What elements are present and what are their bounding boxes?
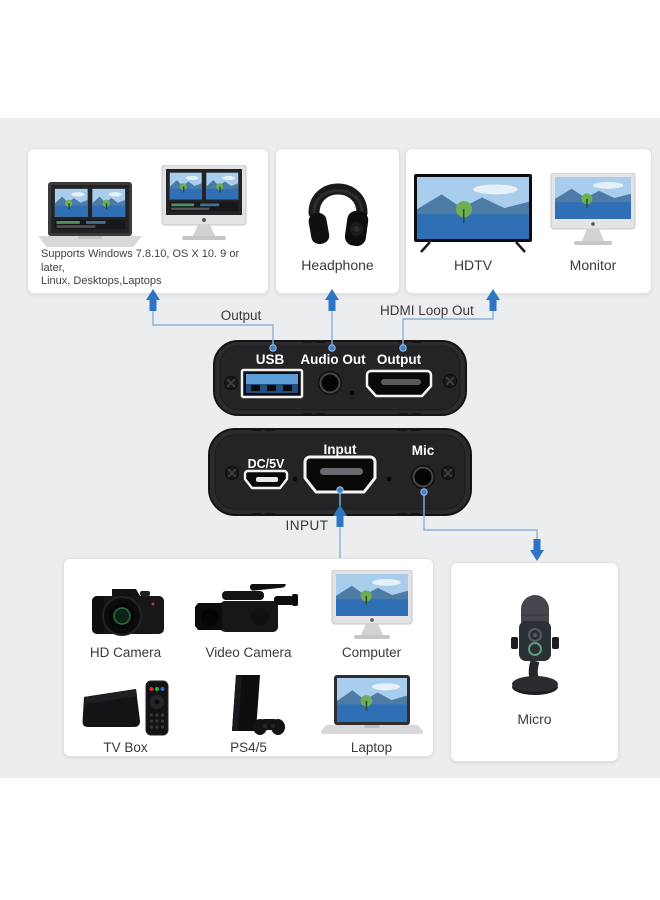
ps4-label: PS4/5: [230, 740, 267, 755]
capture-card-output-side: USB Audio Out Output: [213, 340, 467, 416]
computer-image: [331, 570, 412, 639]
microphone-image: [511, 595, 559, 695]
source-tv-box: TV Box: [64, 660, 187, 755]
led-hole: [386, 476, 392, 482]
source-hd-camera: HD Camera: [64, 565, 187, 660]
hdmi-output-port: [365, 369, 433, 398]
screw-icon: [224, 376, 238, 390]
led-hole: [292, 476, 298, 482]
source-video-camera: Video Camera: [187, 565, 310, 660]
hdtv-label: HDTV: [453, 257, 493, 273]
monitor-image: [550, 173, 636, 245]
usb-port-label: USB: [256, 352, 285, 367]
display-card: HDTV Monitor: [405, 148, 652, 294]
audio-out-port-label: Audio Out: [300, 352, 366, 367]
video-camera-label: Video Camera: [205, 645, 292, 660]
headphone-label: Headphone: [301, 257, 374, 273]
usb-output-connection-label: Output: [220, 308, 262, 323]
usb-a-port: [240, 368, 304, 399]
tv-box-image: [82, 680, 168, 736]
mic-port-label: Mic: [412, 443, 435, 458]
compatibility-card: Supports Windows 7.8.10, OS X 10. 9 or l…: [27, 148, 269, 294]
video-camera-image: [194, 584, 298, 632]
laptop-label: Laptop: [350, 740, 393, 755]
hdtv-image: [414, 174, 532, 253]
micro-usb-port: [243, 469, 289, 490]
screw-icon: [441, 466, 455, 480]
computer-label: Computer: [341, 645, 402, 660]
sources-card: HD Camera Video Camera: [63, 558, 434, 757]
source-laptop: Laptop: [310, 660, 433, 755]
headphone-card: Headphone: [275, 148, 400, 294]
hdmi-loop-out-connection-label: HDMI Loop Out: [380, 303, 474, 318]
output-port-label: Output: [377, 352, 422, 367]
laptop-image: [320, 675, 423, 734]
hdmi-input-port: [303, 455, 377, 494]
input-port-label: Input: [324, 442, 357, 457]
input-connection-label: INPUT: [285, 518, 329, 533]
headphone-image: [308, 183, 369, 247]
led-hole: [349, 390, 355, 396]
audio-out-jack: [318, 371, 342, 395]
imac-editing-image: [161, 165, 247, 240]
source-ps4: PS4/5: [187, 660, 310, 755]
hd-camera-label: HD Camera: [89, 645, 162, 660]
hd-camera-image: [91, 589, 164, 636]
source-computer: Computer: [310, 565, 433, 660]
mic-jack: [411, 465, 435, 489]
ps4-image: [231, 675, 285, 735]
tv-box-label: TV Box: [103, 740, 148, 755]
caption-line-2: Linux, Desktops,Laptops: [41, 275, 162, 287]
capture-card-input-side: DC/5V Input Mic: [208, 428, 472, 516]
microphone-label: Micro: [517, 711, 552, 727]
screw-icon: [225, 466, 239, 480]
monitor-label: Monitor: [569, 257, 617, 273]
microphone-card: Micro: [450, 562, 619, 762]
laptop-editing-image: [38, 182, 142, 247]
screw-icon: [443, 374, 457, 388]
compatibility-caption: Supports Windows 7.8.10, OS X 10. 9 or l…: [41, 248, 263, 289]
mount-tabs: [252, 428, 420, 516]
dc5v-port-label: DC/5V: [248, 457, 285, 471]
caption-line-1: Supports Windows 7.8.10, OS X 10. 9 or l…: [41, 248, 240, 274]
